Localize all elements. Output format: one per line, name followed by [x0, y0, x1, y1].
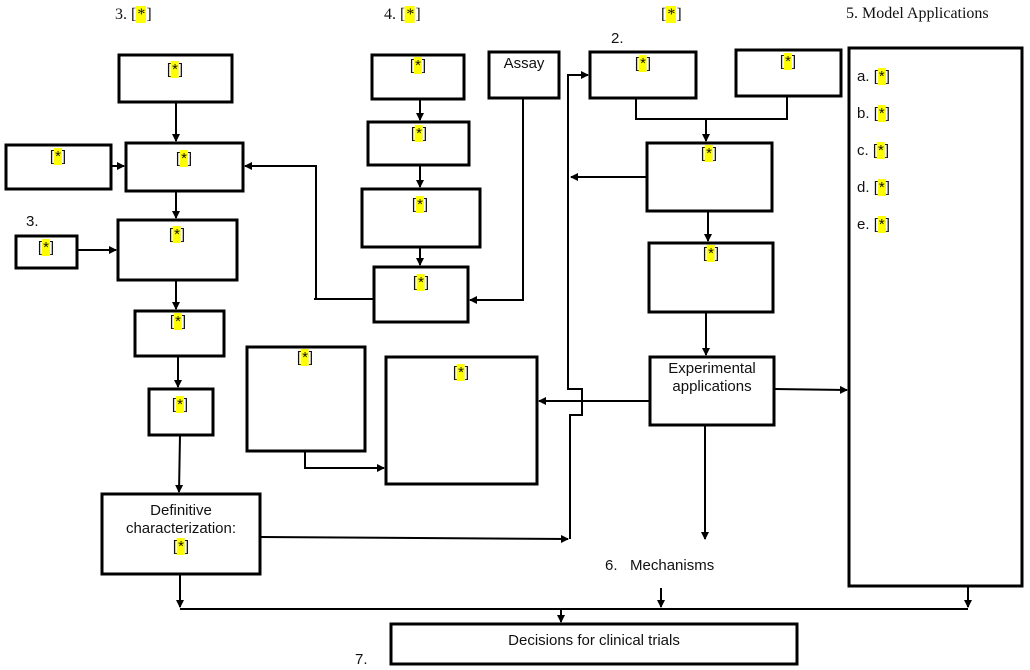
experimental-applications-label: Experimental applications: [650, 360, 774, 396]
section-4-number: 4.: [384, 6, 396, 23]
model-application-item: e. [*]: [857, 216, 890, 233]
col1-left-label: [*]: [49, 148, 67, 165]
connector-col3-top-left: [635, 96, 788, 120]
col1-fourth-label: [*]: [169, 313, 187, 330]
arrow-experimental-to-model-applications: [773, 385, 848, 394]
definitive-line-2: characterization:: [125, 520, 237, 537]
col2-third-label: [*]: [411, 196, 429, 213]
model-application-item: c. [*]: [857, 142, 890, 159]
definitive-characterization-label: Definitive characterization: [*]: [102, 502, 260, 556]
col3-top-left-box: [588, 50, 698, 100]
mid-left-label: [*]: [296, 349, 314, 366]
model-applications-box: [847, 46, 1024, 588]
placeholder: [*]: [400, 6, 421, 23]
section-5-number: 5.: [846, 5, 858, 22]
section-5-heading: 5. Model Applications: [846, 5, 989, 23]
placeholder: [*]: [131, 6, 152, 23]
experimental-applications-box: [648, 355, 776, 427]
arrow-assay-to-col2-fourth: [469, 98, 524, 304]
col1-fifth-label: [*]: [171, 396, 189, 413]
arrow-definitive-to-bus: [259, 534, 569, 543]
col3-top-right-box: [734, 48, 843, 98]
col1-third-input-box: [14, 234, 79, 270]
col2-first-label: [*]: [409, 57, 427, 74]
arrow-mid-left-to-mid-right: [304, 451, 385, 472]
col1-fifth-box: [147, 387, 215, 437]
model-application-item: d. [*]: [857, 179, 890, 196]
arrow-col1-fifth-to-definitive: [175, 434, 184, 493]
section-3-heading: 3. [*]: [115, 6, 152, 24]
col1-third-label: [*]: [168, 226, 186, 243]
col2-fourth-label: [*]: [412, 274, 430, 291]
section-5-title: Model Applications: [862, 5, 989, 22]
clinical-trials-box: [389, 622, 799, 666]
placeholder: [*]: [661, 6, 682, 23]
definitive-line-1: Definitive: [150, 502, 212, 519]
col1-second-box: [124, 141, 245, 193]
section-4-heading: 4. [*]: [384, 6, 421, 24]
col1-second-label: [*]: [175, 150, 193, 167]
mid-right-box: [384, 355, 539, 486]
bus-definitive-to-col3-top-left: [567, 71, 589, 539]
col1-third-box: [116, 218, 239, 282]
section-6-title: Mechanisms: [630, 557, 715, 574]
clinical-trials-label: Decisions for clinical trials: [508, 632, 680, 649]
col1-fourth-box: [133, 309, 226, 358]
arrow-col2-fourth-to-col1-second: [244, 162, 374, 300]
assay-label: Assay: [503, 55, 545, 72]
col2-second-box: [366, 120, 471, 167]
section-3-left-number: 3.: [26, 213, 39, 230]
col3-second-label: [*]: [700, 145, 718, 162]
section-3-number: 3.: [115, 6, 127, 23]
col3-top-left-label: [*]: [634, 55, 652, 72]
col2-first-box: [370, 53, 466, 101]
definitive-placeholder: [*]: [172, 538, 190, 555]
section-6-number: 6.: [605, 557, 618, 574]
experimental-line-2: applications: [672, 378, 752, 395]
col1-top-label: [*]: [166, 61, 184, 78]
model-application-item: b. [*]: [857, 105, 890, 122]
mid-right-label: [*]: [452, 364, 470, 381]
col2-fourth-box: [372, 265, 470, 324]
section-2-number: 2.: [611, 30, 624, 47]
experimental-line-1: Experimental: [668, 360, 756, 377]
col3-third-box: [647, 241, 775, 314]
col2-second-label: [*]: [410, 125, 428, 142]
col3-third-label: [*]: [702, 245, 720, 262]
section-2-heading: [*]: [661, 6, 682, 24]
col3-top-right-label: [*]: [779, 53, 797, 70]
col1-third-input-label: [*]: [37, 239, 55, 256]
section-7-number: 7.: [355, 651, 368, 668]
model-application-item: a. [*]: [857, 68, 890, 85]
mechanisms-label: 6. Mechanisms: [605, 557, 714, 575]
